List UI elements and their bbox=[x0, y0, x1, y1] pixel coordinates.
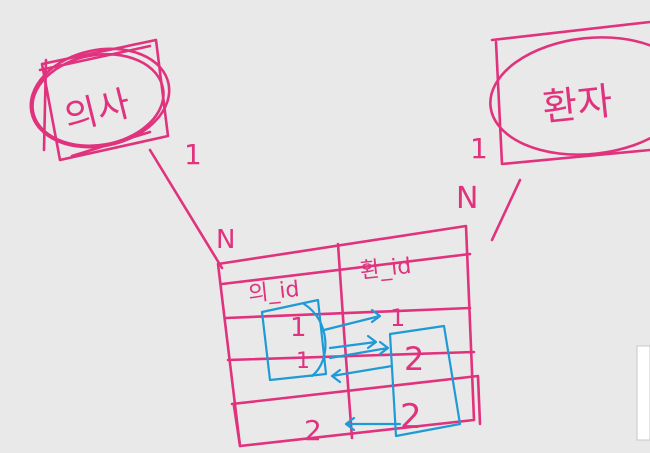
entity-patient-ellipse bbox=[489, 36, 650, 156]
table-cell-r1-patient: 1 bbox=[390, 304, 405, 332]
scrollbar-stub[interactable] bbox=[636, 345, 650, 441]
entity-doctor-label: 의사 bbox=[60, 83, 134, 139]
table-header-patient-id: 환_id bbox=[359, 254, 413, 284]
table-cell-r2-patient: 2 bbox=[404, 340, 424, 378]
table-cell-r1-doctor: 1 bbox=[290, 313, 307, 343]
relation-line-doctor bbox=[148, 148, 224, 270]
blue-arrow-r2a bbox=[328, 334, 378, 350]
table-cell-r3-patient: 2 bbox=[400, 397, 422, 437]
table-header-doctor-id: 의_id bbox=[247, 277, 301, 307]
blue-group-patient-two bbox=[388, 324, 462, 438]
blue-loop-doctor-one bbox=[302, 302, 327, 378]
cardinality-patient-many: N bbox=[456, 181, 478, 216]
table-row-separator-2 bbox=[226, 350, 476, 362]
table-header-separator bbox=[220, 252, 472, 286]
table-row-separator-1 bbox=[224, 306, 472, 320]
relation-line-patient bbox=[490, 178, 522, 242]
cardinality-patient-one: 1 bbox=[470, 132, 488, 165]
table-outline bbox=[216, 224, 476, 448]
entity-doctor: 의사 bbox=[29, 38, 171, 162]
cardinality-doctor-one: 1 bbox=[184, 138, 202, 171]
blue-group-doctor-one bbox=[260, 298, 328, 382]
table-cell-r3-doctor: 2 bbox=[304, 414, 322, 447]
blue-annotations bbox=[260, 298, 462, 438]
mapping-table: 의_id 환_id 1 1 1 2 2 2 bbox=[216, 224, 482, 448]
blue-arrow-back-r3 bbox=[344, 416, 402, 432]
blue-arrow-r2b bbox=[328, 340, 390, 360]
entity-patient: 환자 bbox=[489, 20, 650, 166]
entity-doctor-underline bbox=[70, 130, 152, 158]
blue-arrow-r1 bbox=[322, 308, 382, 332]
blue-arrow-back-r2 bbox=[330, 364, 394, 384]
table-outline-lower bbox=[230, 374, 482, 448]
table-column-divider bbox=[336, 242, 354, 440]
table-cell-r2-doctor: 1 bbox=[296, 349, 310, 374]
cardinality-doctor-many: N bbox=[216, 225, 235, 255]
entity-patient-box bbox=[490, 20, 650, 166]
entity-patient-label: 환자 bbox=[540, 79, 614, 130]
